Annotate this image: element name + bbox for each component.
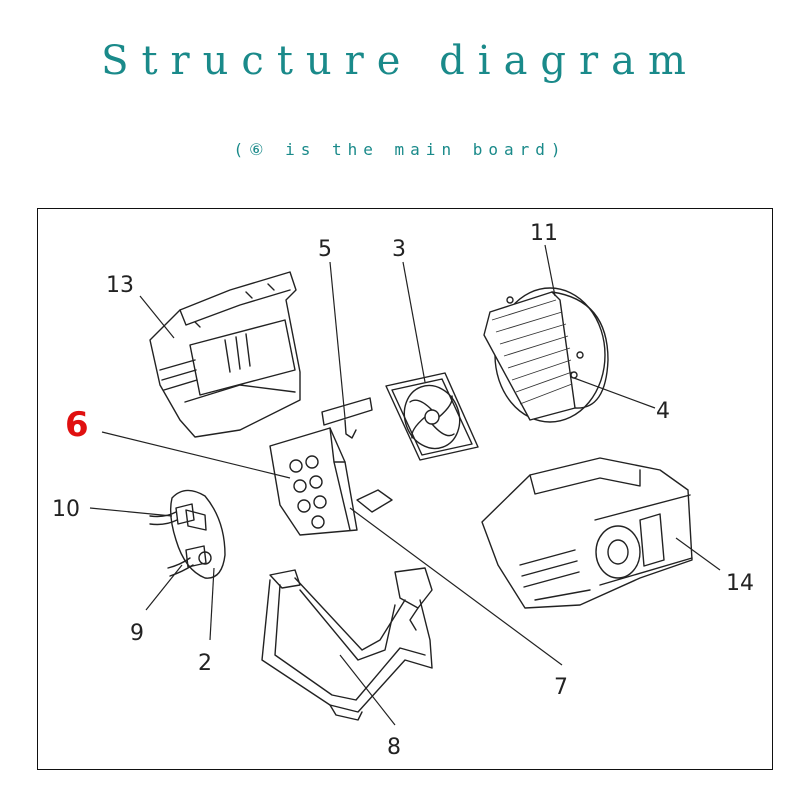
part-9-cable-lower bbox=[167, 545, 207, 577]
part-5-small-board bbox=[321, 397, 373, 439]
label-part-4: 4 bbox=[656, 399, 670, 424]
diagram-subtitle: (⑥ is the main board) bbox=[233, 140, 567, 159]
part-3-fan bbox=[385, 372, 479, 461]
label-part-5: 5 bbox=[318, 237, 332, 262]
diagram-frame bbox=[37, 208, 773, 770]
part-10-cable-upper bbox=[149, 503, 195, 526]
part-8-stand bbox=[261, 567, 433, 721]
label-part-2: 2 bbox=[198, 651, 212, 676]
part-6-main-board bbox=[269, 427, 393, 536]
label-part-11: 11 bbox=[530, 221, 558, 246]
label-part-10: 10 bbox=[52, 497, 80, 522]
part-13-rear-housing bbox=[149, 271, 301, 438]
part-11-heatsink-cover bbox=[483, 287, 609, 423]
part-2-connector-plate bbox=[169, 489, 226, 579]
label-part-13: 13 bbox=[106, 273, 134, 298]
diagram-title: Structure diagram bbox=[101, 38, 699, 84]
part-14-front-housing bbox=[481, 457, 693, 609]
label-part-9: 9 bbox=[130, 621, 144, 646]
label-part-7: 7 bbox=[554, 675, 568, 700]
label-part-8: 8 bbox=[387, 735, 401, 760]
label-part-14: 14 bbox=[726, 571, 754, 596]
label-part-6-highlighted: 6 bbox=[65, 405, 89, 445]
leader-lines bbox=[89, 244, 721, 726]
label-part-3: 3 bbox=[392, 237, 406, 262]
